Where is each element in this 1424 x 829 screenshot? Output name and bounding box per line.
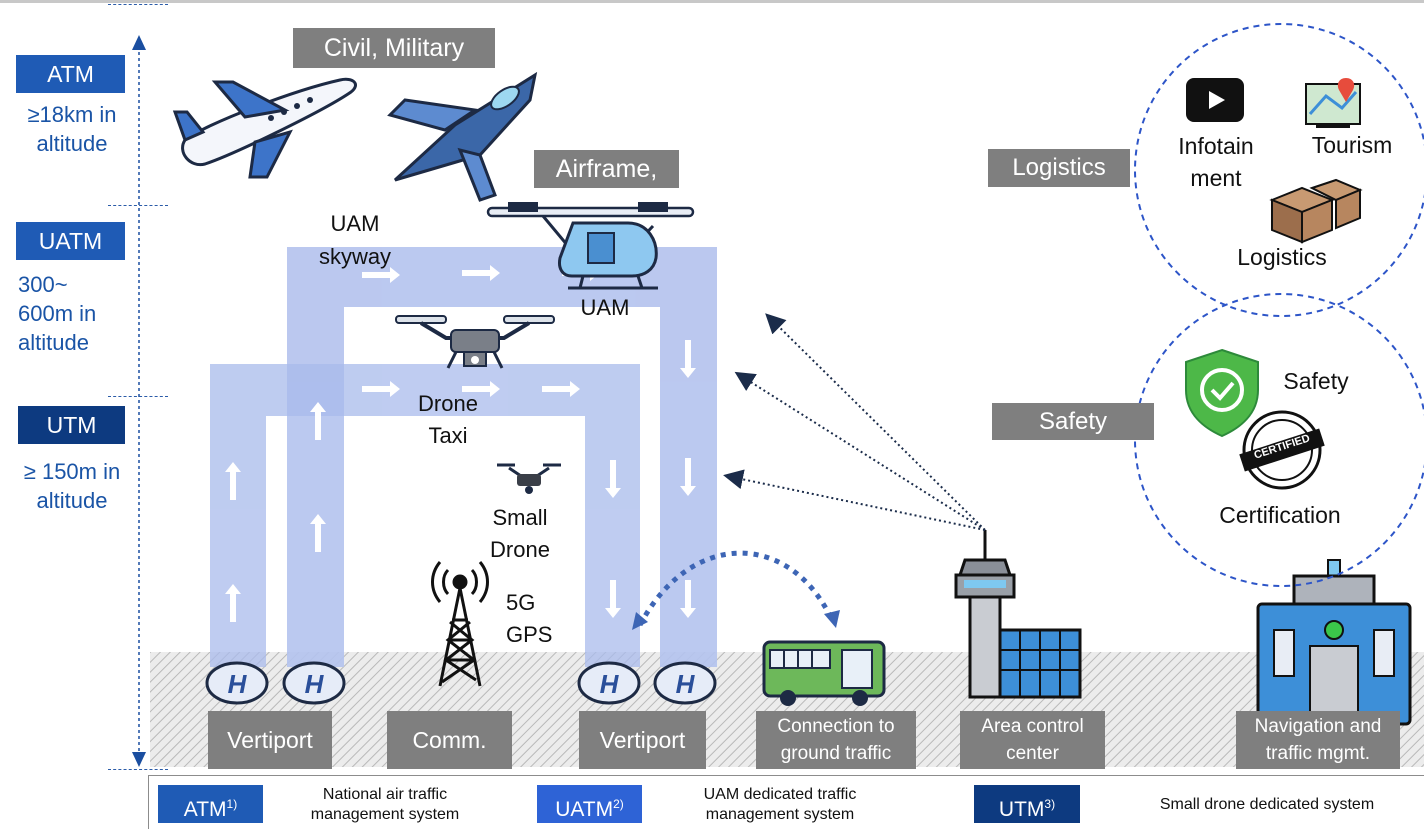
legend-uatm-badge: UATM2) [537, 785, 642, 823]
svg-text:H: H [228, 669, 248, 699]
helipad-icons [205, 661, 717, 705]
airframe-tag: Airframe, [534, 150, 679, 188]
drone-taxi-icon [395, 315, 555, 369]
legend-atm-label: ATM [183, 798, 227, 821]
vertiport-box-1: Vertiport [208, 711, 332, 769]
legend-utm-desc: Small drone dedicated system [1159, 796, 1375, 813]
uatm-level-label: UATM [16, 222, 125, 260]
navigation-building-icon [1256, 559, 1412, 726]
tourism-label: Tourism [1311, 132, 1393, 158]
safety-circle [1134, 293, 1424, 587]
tourism-icon [1305, 78, 1361, 128]
vertiport-box-2: Vertiport [579, 711, 706, 769]
safety-tag: Safety [992, 403, 1154, 440]
comm-box: Comm. [387, 711, 512, 769]
area-control-box: Area control center [960, 711, 1105, 769]
legend-uatm-label: UATM [555, 798, 614, 821]
legend-uatm-sup: 2) [613, 797, 624, 811]
svg-text:H: H [600, 669, 620, 699]
certified-seal-icon [1239, 410, 1325, 490]
logistics-tag: Logistics [988, 149, 1130, 187]
atm-top-divider [108, 4, 168, 5]
svg-text:H: H [305, 669, 325, 699]
navigation-box: Navigation and traffic mgmt. [1236, 711, 1400, 769]
small-drone-label: Small Drone [490, 505, 550, 562]
logistics-service-label: Logistics [1237, 244, 1327, 270]
svg-text:H: H [676, 669, 696, 699]
uam-label: UAM [580, 295, 630, 320]
comm-signal-label: 5G GPS [506, 590, 553, 647]
axis-arrow-up [132, 35, 146, 50]
civil-military-tag: Civil, Military [293, 28, 495, 68]
airplane-icon [172, 77, 357, 179]
legend-atm-badge: ATM1) [158, 785, 263, 823]
uam-aircraft-icon [486, 202, 695, 290]
ground-divider [108, 769, 168, 770]
infotainment-icon [1186, 78, 1244, 122]
bus-icon [762, 640, 886, 706]
legend-utm-badge: UTM3) [974, 785, 1080, 823]
drone-taxi-label: Drone Taxi [418, 391, 478, 448]
legend-utm-label: UTM [998, 798, 1045, 821]
atm-altitude-text: ≥18km in altitude [27, 102, 117, 156]
ground-connection-arrow [637, 550, 835, 627]
infotainment-label: Infotain ment [1178, 133, 1254, 191]
logistics-boxes-icon [1269, 178, 1363, 244]
uatm-altitude-text: 300~ 600m in altitude [18, 272, 97, 355]
atm-uatm-divider [108, 205, 168, 206]
uatm-utm-divider [108, 396, 168, 397]
fighter-jet-icon [387, 71, 538, 202]
safety-label: Safety [1283, 368, 1349, 394]
legend-atm-desc: National air traffic management system [310, 786, 460, 823]
certification-label: Certification [1219, 502, 1341, 528]
utm-level-label: UTM [18, 406, 125, 444]
top-border [0, 0, 1424, 3]
legend-utm-sup: 3) [1044, 797, 1056, 811]
legend-frame [148, 775, 1424, 829]
atm-level-label: ATM [16, 55, 125, 93]
legend-uatm-desc: UAM dedicated traffic management system [703, 786, 857, 823]
uam-skyway-label: UAM skyway [318, 211, 392, 269]
helipad-h-marks: H H H H [228, 669, 696, 699]
axis-arrow-down [132, 752, 146, 767]
comm-tower-icon [431, 561, 489, 687]
shield-icon [1185, 348, 1259, 438]
control-tower-icon [954, 530, 1082, 699]
control-signal-arrows [723, 313, 986, 531]
legend-atm-sup: 1) [226, 797, 238, 811]
logistics-circle [1134, 23, 1424, 317]
connection-box: Connection to ground traffic [756, 711, 916, 769]
utm-altitude-text: ≥ 150m in altitude [23, 459, 121, 513]
small-drone-icon [497, 463, 561, 494]
